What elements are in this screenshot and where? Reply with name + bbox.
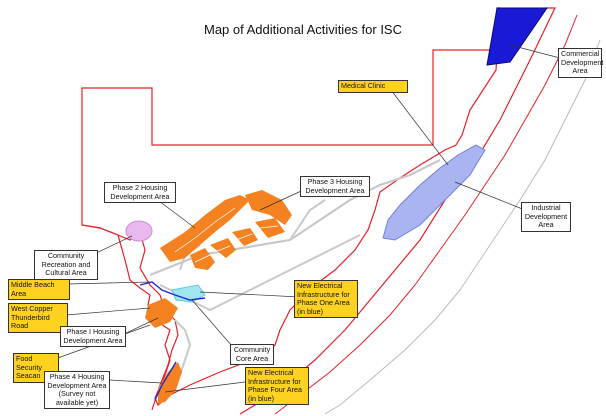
label-phase1-housing: Phase I Housing Development Area — [60, 326, 126, 348]
phase2-housing[interactable] — [160, 195, 285, 270]
industrial-area[interactable] — [382, 144, 486, 241]
phase2-streets — [174, 207, 279, 263]
coastline-inner — [274, 14, 578, 415]
label-phase2-housing: Phase 2 Housing Development Area — [104, 182, 176, 204]
phase3-housing[interactable] — [245, 190, 292, 225]
phase1-housing[interactable] — [145, 298, 178, 328]
label-phase3-housing: Phase 3 Housing Development Area — [300, 176, 370, 198]
commercial-area[interactable] — [486, 7, 548, 66]
label-community-core: Community Core Area — [230, 344, 274, 366]
label-food-security: Food Security Seacan — [13, 353, 59, 383]
electrical-phase4 — [154, 361, 177, 401]
leader-lines — [51, 44, 561, 393]
electrical-phase1 — [139, 281, 206, 301]
label-electrical-phase1: New Electrical Infrastructure for Phase … — [294, 280, 358, 319]
label-west-copper-road: West Copper Thunderbird Road — [8, 303, 68, 333]
label-medical-clinic: Medical Clinic — [338, 80, 408, 93]
label-industrial-area: Industrial Development Area — [521, 202, 571, 232]
label-electrical-phase4: New Electrical Infrastructure for Phase … — [245, 367, 309, 406]
shoreline-gray — [324, 39, 601, 415]
map-title: Map of Additional Activities for ISC — [204, 22, 402, 37]
label-commercial-area: Commercial Development Area — [558, 48, 603, 78]
label-middle-beach: Middle Beach Area — [8, 279, 70, 301]
label-phase4-housing: Phase 4 Housing Development Area (Survey… — [44, 371, 110, 410]
phase4-housing[interactable] — [158, 362, 182, 404]
road-red — [81, 224, 179, 411]
label-community-recreation: Community Recreation and Cultural Area — [34, 250, 98, 280]
road-south — [174, 319, 192, 376]
recreation-area[interactable] — [125, 220, 153, 242]
